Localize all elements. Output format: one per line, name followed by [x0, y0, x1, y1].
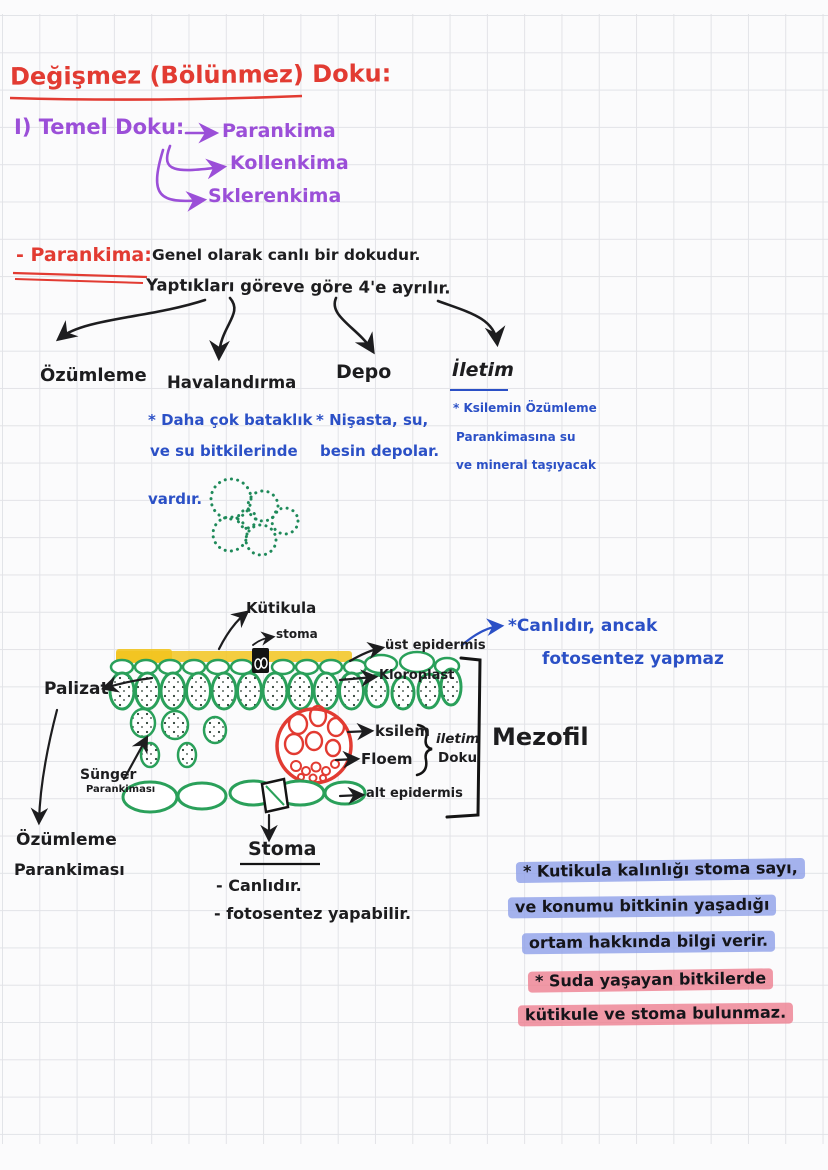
- epidermis-note-arrow: [460, 618, 505, 647]
- category-arrows: [55, 296, 506, 362]
- havalandirma-note-3: vardır.: [148, 490, 203, 508]
- category-havalandirma: Havalandırma: [167, 373, 297, 392]
- havalandirma-note-2: ve su bitkilerinde: [150, 442, 298, 460]
- stoma-heading: Stoma: [248, 838, 317, 860]
- iletim-doku-label-2: Doku: [438, 750, 478, 766]
- temel-item-parankima: Parankima: [222, 120, 336, 142]
- highlight-pink-line-2: kütikule ve stoma bulunmaz.: [517, 1002, 794, 1027]
- highlight-blue-line-3: ortam hakkında bilgi verir.: [521, 930, 776, 954]
- temel-item-kollenkima: Kollenkima: [230, 152, 349, 174]
- iletim-doku-brace: [415, 723, 433, 777]
- iletim-doku-label-1: iletim: [436, 731, 480, 747]
- cuticle-yellow-band2: [116, 651, 352, 662]
- vascular-bundle-drawing: [275, 704, 353, 785]
- parankima-label: - Parankima:: [16, 244, 152, 266]
- sunger-label-1: Sünger: [80, 767, 137, 783]
- category-depo: Depo: [336, 361, 392, 383]
- depo-note-1: * Nişasta, su,: [316, 411, 429, 429]
- ksilem-label: ksilem: [375, 722, 430, 740]
- ozumleme-parankimasi-label-2: Parankiması: [14, 860, 125, 879]
- underline-strokes: [9, 94, 508, 866]
- mezofil-label: Mezofil: [492, 723, 589, 751]
- temel-doku-branch-arrows: [155, 122, 228, 212]
- upper-epidermis-cells: [109, 650, 461, 676]
- havalandirma-note-1: * Daha çok bataklık: [148, 411, 313, 429]
- page-title: Değişmez (Bölünmez) Doku:: [9, 59, 392, 91]
- highlight-pink-line-1: * Suda yaşayan bitkilerde: [527, 968, 774, 993]
- highlight-blue-line-1: * Kutikula kalınlığı stoma sayı,: [515, 857, 805, 883]
- epidermis-note-2: fotosentez yapmaz: [542, 649, 724, 669]
- temel-doku-heading: I) Temel Doku:: [14, 115, 185, 139]
- xylem-cells: [283, 704, 346, 758]
- leaf-cross-section-drawing: [30, 610, 505, 843]
- category-ozumleme: Özümleme: [40, 365, 147, 386]
- ust-epidermis-label: üst epidermis: [385, 638, 486, 653]
- aerenchyma-cells-drawing: [209, 477, 300, 557]
- sunger-label-2: Parankiması: [86, 784, 156, 795]
- parankima-desc1: Genel olarak canlı bir dokudur.: [152, 246, 421, 264]
- alt-epidermis-label: alt epidermis: [366, 786, 463, 801]
- iletim-note-3: ve mineral taşıyacak: [456, 458, 596, 472]
- iletim-note-1: * Ksilemin Özümleme: [453, 401, 597, 415]
- top-margin: [0, 0, 828, 14]
- upper-stoma-drawing: [252, 648, 269, 673]
- palizat-label: Palizat: [44, 679, 109, 699]
- temel-item-sklerenkima: Sklerenkima: [208, 185, 342, 207]
- epidermis-note-1: *Canlıdır, ancak: [508, 616, 658, 636]
- bottom-margin: [0, 1144, 828, 1170]
- stoma-note-2: - fotosentez yapabilir.: [214, 904, 412, 923]
- kutikula-label: Kütikula: [246, 599, 317, 617]
- diagram-label-arrows: [30, 610, 386, 843]
- stoma-small-label: stoma: [276, 627, 318, 641]
- depo-note-2: besin depolar.: [320, 442, 440, 460]
- iletim-note-2: Parankimasına su: [456, 430, 576, 444]
- lower-epidermis-cells: [121, 779, 367, 814]
- sponge-parenchyma-cells: [129, 707, 228, 769]
- mezofil-bracket: [445, 656, 482, 819]
- stoma-note-1: - Canlıdır.: [216, 876, 302, 895]
- parankima-desc2: Yaptıkları göreve göre 4'e ayrılır.: [145, 275, 451, 298]
- lower-stoma-drawing: [260, 777, 290, 814]
- kloroplast-label: Kloroplast: [379, 668, 455, 683]
- ozumleme-parankimasi-label-1: Özümleme: [16, 830, 117, 850]
- floem-label: Floem: [361, 750, 413, 768]
- highlight-blue-line-2: ve konumu bitkinin yaşadığı: [507, 894, 777, 918]
- category-iletim: İletim: [452, 359, 514, 381]
